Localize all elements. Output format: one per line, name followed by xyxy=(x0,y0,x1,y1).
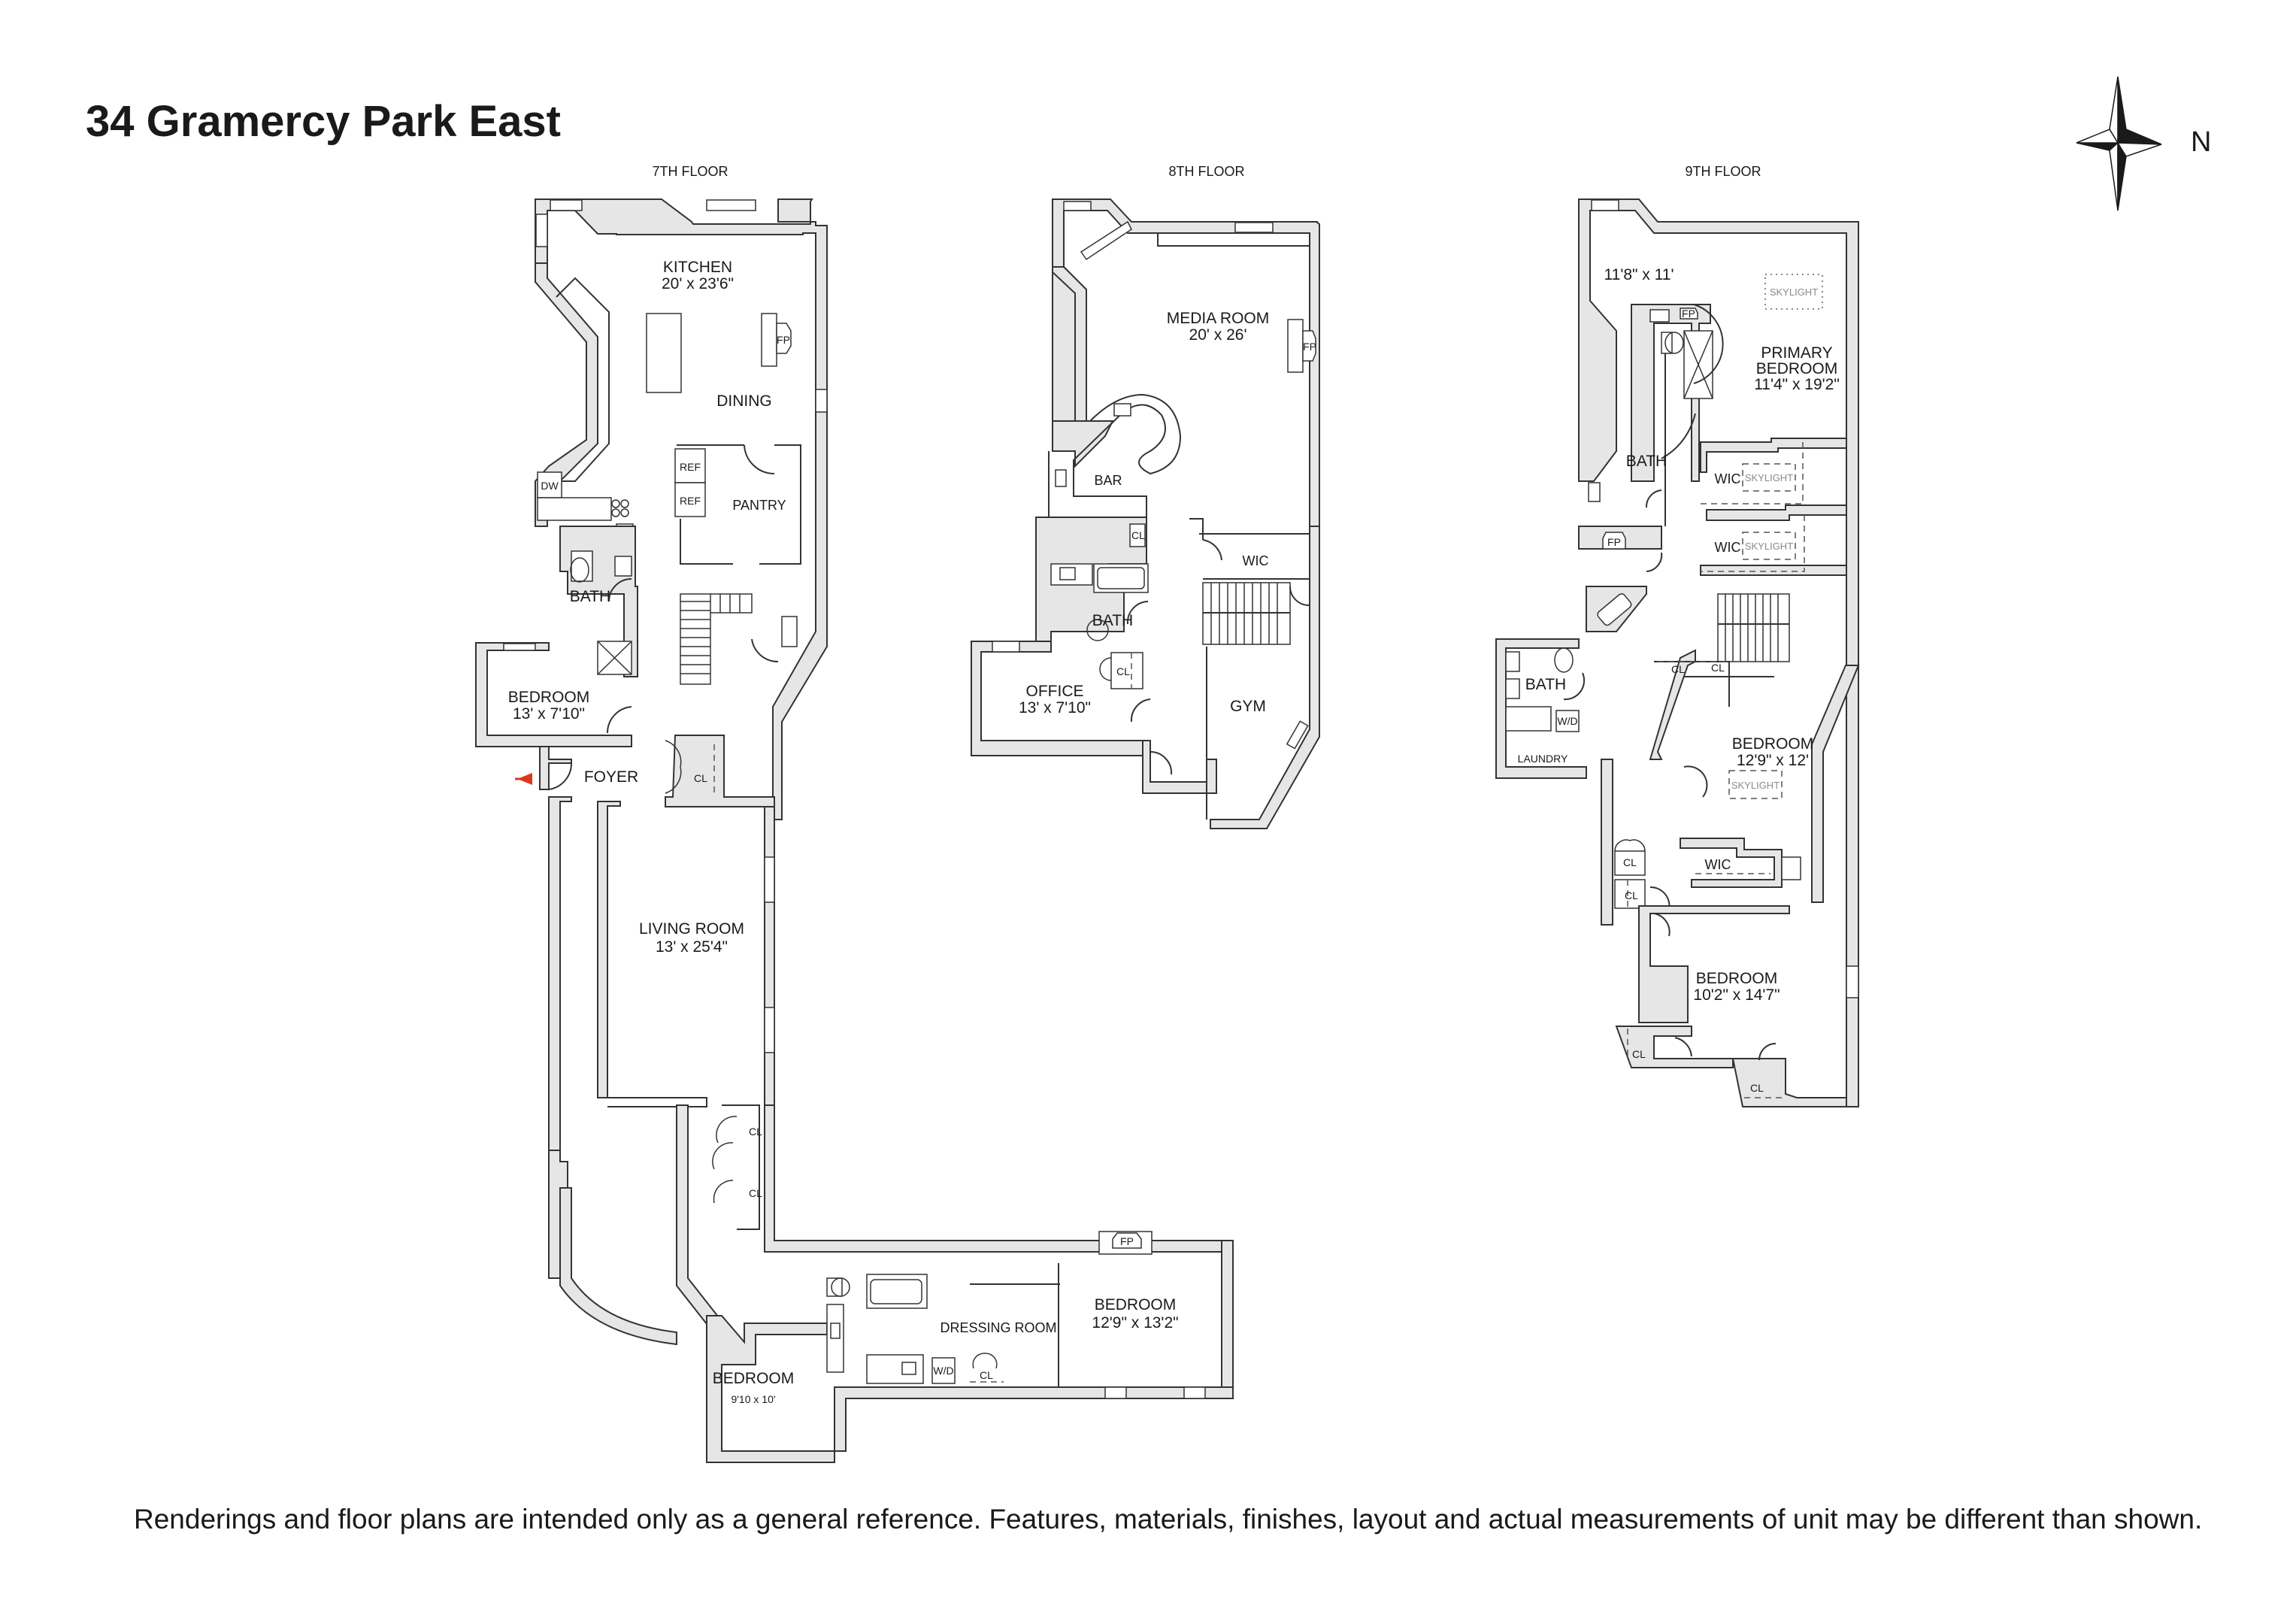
svg-text:BEDROOM: BEDROOM xyxy=(508,689,590,706)
svg-text:CL: CL xyxy=(980,1369,993,1381)
svg-text:CL: CL xyxy=(1623,856,1637,868)
svg-text:WIC: WIC xyxy=(1715,540,1741,555)
svg-text:12'9" x 13'2": 12'9" x 13'2" xyxy=(1092,1314,1178,1332)
svg-text:CL: CL xyxy=(749,1187,762,1199)
svg-text:WIC: WIC xyxy=(1705,857,1731,872)
svg-text:DRESSING ROOM: DRESSING ROOM xyxy=(940,1320,1056,1335)
svg-text:DINING: DINING xyxy=(716,392,772,410)
svg-text:FP: FP xyxy=(777,334,790,346)
floor-label-8th: 8TH FLOOR xyxy=(1168,164,1245,179)
svg-text:BAR: BAR xyxy=(1094,473,1122,488)
svg-text:W/D: W/D xyxy=(1557,715,1577,727)
svg-text:BATH: BATH xyxy=(1626,453,1667,470)
svg-text:CL: CL xyxy=(1625,889,1638,901)
svg-text:WIC: WIC xyxy=(1715,471,1741,486)
svg-text:CL: CL xyxy=(1632,1048,1646,1060)
disclaimer-text: Renderings and floor plans are intended … xyxy=(134,1504,2203,1535)
svg-text:11'4" x 19'2": 11'4" x 19'2" xyxy=(1754,376,1840,393)
floor-plan-9th: 11'8" x 11' SKYLIGHT FP PRIMARY BEDROOM … xyxy=(1495,198,1860,1107)
svg-text:SKYLIGHT: SKYLIGHT xyxy=(1770,286,1818,298)
svg-text:W/D: W/D xyxy=(933,1365,953,1377)
svg-text:DW: DW xyxy=(541,480,559,492)
svg-text:CL: CL xyxy=(1131,529,1145,541)
svg-text:20' x 26': 20' x 26' xyxy=(1189,326,1247,344)
svg-text:20' x 23'6": 20' x 23'6" xyxy=(662,275,734,292)
svg-text:BATH: BATH xyxy=(1525,676,1566,693)
svg-text:OFFICE: OFFICE xyxy=(1026,683,1084,700)
svg-text:CL: CL xyxy=(1671,663,1685,675)
svg-text:10'2" x 14'7": 10'2" x 14'7" xyxy=(1693,986,1780,1004)
svg-text:WIC: WIC xyxy=(1243,553,1269,568)
svg-text:BATH: BATH xyxy=(1092,612,1133,629)
floor-label-7th: 7TH FLOOR xyxy=(652,164,728,179)
svg-text:BEDROOM: BEDROOM xyxy=(1756,360,1838,377)
svg-text:SKYLIGHT: SKYLIGHT xyxy=(1745,541,1793,552)
svg-text:CL: CL xyxy=(694,772,707,784)
svg-text:CL: CL xyxy=(1116,665,1130,677)
svg-text:BEDROOM: BEDROOM xyxy=(1095,1296,1177,1313)
svg-text:FP: FP xyxy=(1607,536,1621,548)
svg-text:PANTRY: PANTRY xyxy=(732,498,786,513)
north-compass-icon xyxy=(2076,76,2162,211)
svg-text:13' x 25'4": 13' x 25'4" xyxy=(656,938,728,956)
svg-text:CL: CL xyxy=(749,1126,762,1138)
svg-text:KITCHEN: KITCHEN xyxy=(663,259,732,276)
floor-label-9th: 9TH FLOOR xyxy=(1685,164,1761,179)
svg-text:SKYLIGHT: SKYLIGHT xyxy=(1731,780,1780,791)
svg-text:MEDIA ROOM: MEDIA ROOM xyxy=(1167,310,1270,327)
svg-text:BEDROOM: BEDROOM xyxy=(1732,735,1814,753)
svg-text:LIVING ROOM: LIVING ROOM xyxy=(639,920,744,938)
svg-text:12'9" x 12': 12'9" x 12' xyxy=(1737,752,1809,769)
svg-text:CL: CL xyxy=(1750,1082,1764,1094)
svg-text:13' x 7'10": 13' x 7'10" xyxy=(513,705,585,723)
svg-text:13' x 7'10": 13' x 7'10" xyxy=(1019,699,1091,717)
svg-text:SKYLIGHT: SKYLIGHT xyxy=(1745,472,1793,483)
svg-text:BATH: BATH xyxy=(570,588,610,605)
svg-text:BEDROOM: BEDROOM xyxy=(713,1370,795,1387)
page-title: 34 Gramercy Park East xyxy=(86,97,561,146)
svg-text:REF: REF xyxy=(680,495,701,507)
svg-text:GYM: GYM xyxy=(1230,698,1266,715)
svg-text:LAUNDRY: LAUNDRY xyxy=(1518,753,1568,765)
svg-text:CL: CL xyxy=(1711,662,1725,674)
floor-plan-8th: FP MEDIA ROOM 20' x 26' BAR CL BATH CL O… xyxy=(971,198,1320,829)
floor-plan-7th: FP DW CL BATH REF REF PANTRY xyxy=(475,198,1234,1463)
svg-text:FP: FP xyxy=(1303,341,1316,353)
svg-text:9'10 x 10': 9'10 x 10' xyxy=(731,1393,775,1405)
svg-text:FOYER: FOYER xyxy=(584,768,638,786)
compass-north-label: N xyxy=(2191,126,2212,158)
svg-text:REF: REF xyxy=(680,461,701,473)
svg-text:BEDROOM: BEDROOM xyxy=(1696,970,1778,987)
svg-text:FP: FP xyxy=(1120,1235,1134,1247)
svg-text:FP: FP xyxy=(1682,308,1695,320)
svg-text:11'8" x 11': 11'8" x 11' xyxy=(1604,266,1674,283)
svg-text:PRIMARY: PRIMARY xyxy=(1761,344,1832,362)
